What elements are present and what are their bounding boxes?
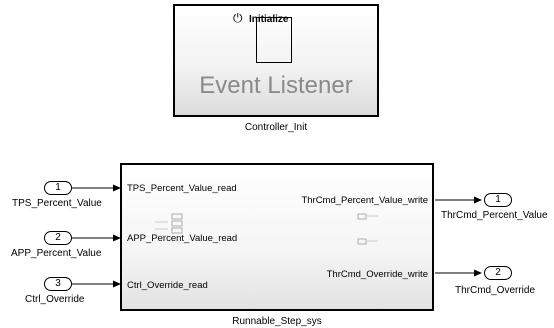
input-port-label-ctrl: Ctrl_Override_read — [127, 280, 208, 291]
controller-init-subsystem[interactable]: ⏻ Initialize Event Listener — [173, 4, 379, 117]
inport-2-label: APP_Percent_Value — [11, 248, 102, 259]
event-listener-title: Event Listener — [199, 72, 353, 99]
inport-3-label: Ctrl_Override — [25, 294, 85, 305]
inport-1-label: TPS_Percent_Value — [12, 198, 102, 209]
initialize-label: Initialize — [249, 14, 289, 25]
outport-1[interactable]: 1 — [484, 193, 512, 207]
output-port-label-percent: ThrCmd_Percent_Value_write — [301, 195, 428, 206]
initialize-function-block[interactable] — [256, 17, 292, 63]
inport-2[interactable]: 2 — [44, 231, 72, 245]
outport-2-label: ThrCmd_Override — [455, 285, 536, 296]
power-icon: ⏻ — [233, 11, 243, 25]
output-port-label-override: ThrCmd_Override_write — [326, 269, 428, 280]
outport-2[interactable]: 2 — [484, 266, 512, 280]
input-port-label-app: APP_Percent_Value_read — [127, 233, 238, 244]
outport-1-label: ThrCmd_Percent_Value — [441, 210, 548, 221]
runnable-step-name: Runnable_Step_sys — [232, 316, 322, 327]
input-port-label-tps: TPS_Percent_Value_read — [127, 183, 237, 194]
runnable-step-subsystem[interactable]: TPS_Percent_Value_read APP_Percent_Value… — [120, 163, 434, 311]
inport-1[interactable]: 1 — [44, 181, 72, 195]
controller-init-name: Controller_Init — [244, 122, 308, 133]
inport-3[interactable]: 3 — [44, 277, 72, 291]
